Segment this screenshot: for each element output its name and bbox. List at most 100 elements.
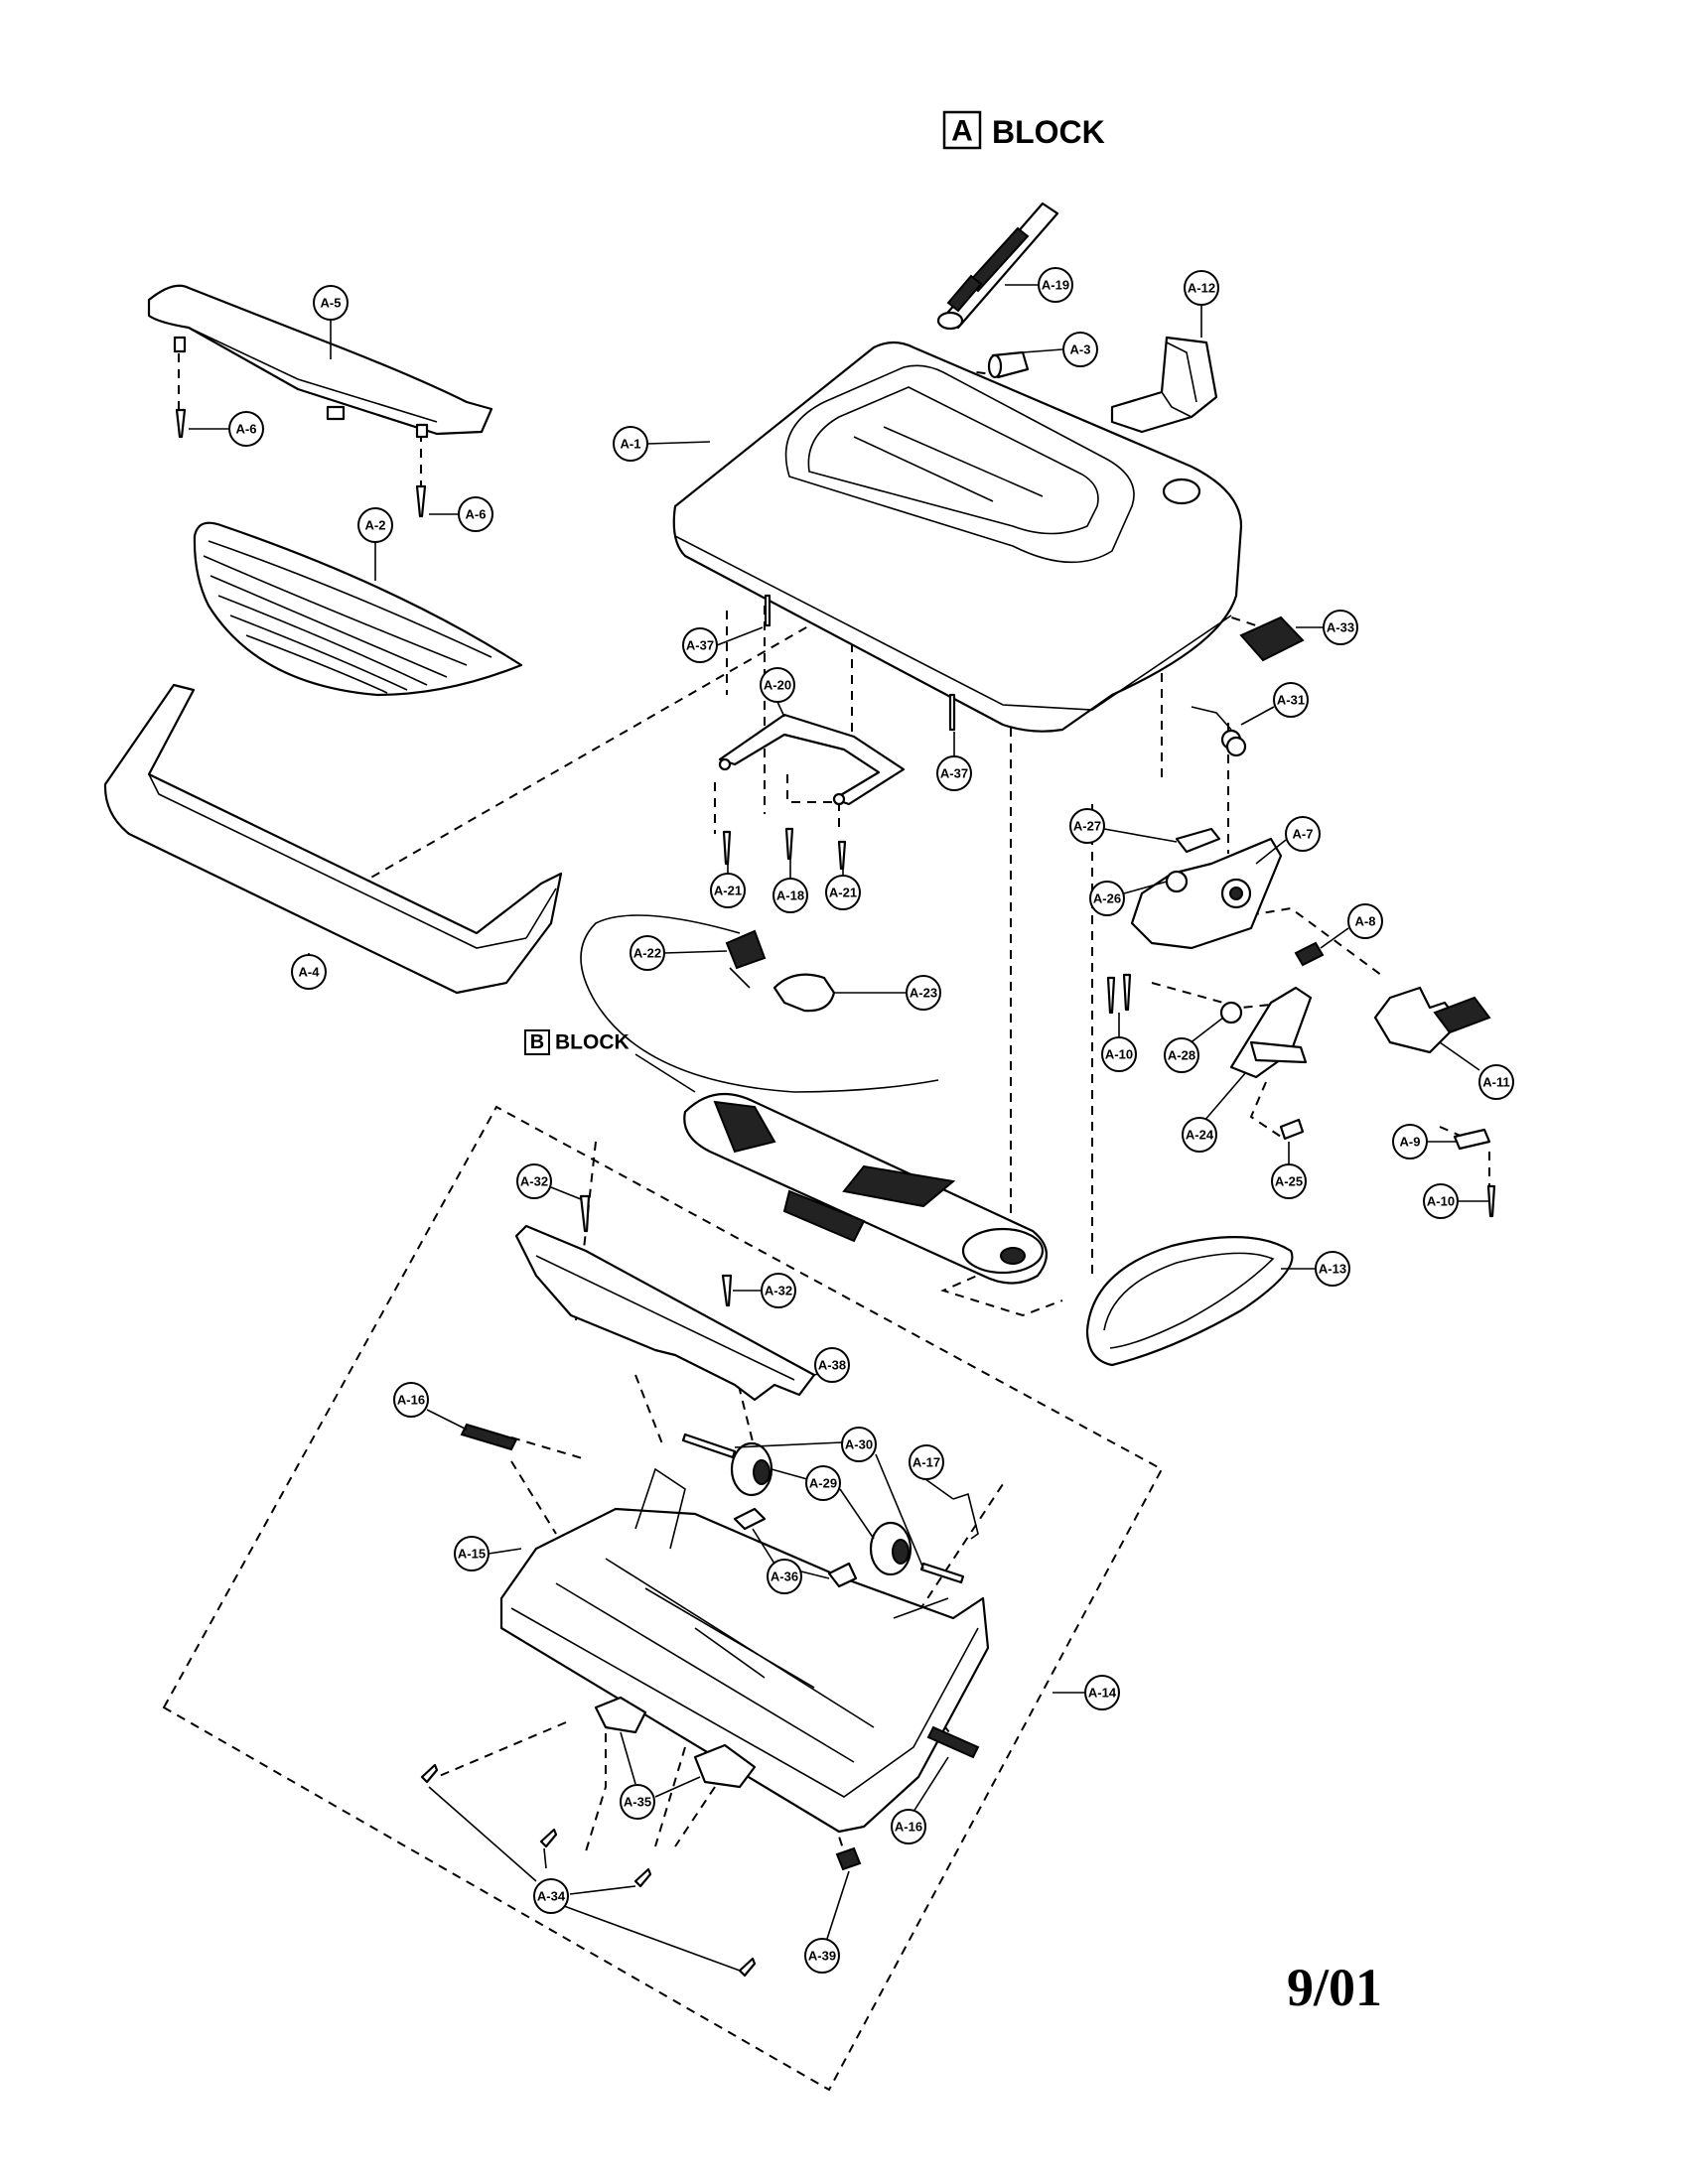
callout-a31: A-31 xyxy=(1273,682,1309,718)
callout-a30: A-30 xyxy=(841,1427,877,1462)
callout-a11: A-11 xyxy=(1478,1064,1514,1100)
callout-a37-left: A-37 xyxy=(682,627,718,663)
svg-text:A-5: A-5 xyxy=(321,296,342,311)
part-a39-pad xyxy=(835,1846,862,1871)
callout-a18: A-18 xyxy=(772,878,808,913)
callout-a16-left: A-16 xyxy=(393,1382,429,1418)
svg-text:A-31: A-31 xyxy=(1277,693,1305,708)
callout-a15: A-15 xyxy=(454,1536,490,1571)
callout-a21-left: A-21 xyxy=(710,873,746,908)
callout-a35: A-35 xyxy=(620,1784,655,1820)
svg-text:A-28: A-28 xyxy=(1168,1048,1195,1063)
svg-text:A-11: A-11 xyxy=(1482,1075,1509,1090)
svg-text:A-37: A-37 xyxy=(940,766,968,781)
callouts: A-5 A-6 A-6 A-2 A-4 A-1 xyxy=(189,267,1514,1974)
part-a37-screws xyxy=(764,594,956,732)
part-a13-belt xyxy=(1085,1236,1294,1367)
b-block-letter: B xyxy=(530,1031,544,1053)
svg-text:A-29: A-29 xyxy=(809,1476,837,1491)
svg-text:A-9: A-9 xyxy=(1400,1135,1421,1150)
part-a19-shaft xyxy=(936,202,1059,331)
callout-a8: A-8 xyxy=(1347,903,1383,939)
svg-text:A-34: A-34 xyxy=(537,1889,566,1904)
svg-text:A-32: A-32 xyxy=(765,1284,792,1298)
part-a6-screws xyxy=(175,408,427,518)
svg-text:A-8: A-8 xyxy=(1355,914,1376,929)
part-a32-screws xyxy=(579,1194,733,1307)
callout-a10-left: A-10 xyxy=(1101,1036,1137,1072)
callout-a4: A-4 xyxy=(291,954,327,990)
part-a10-screws xyxy=(1106,973,1496,1218)
part-a20-bracket xyxy=(718,713,906,806)
svg-text:A-17: A-17 xyxy=(912,1455,940,1470)
part-a35-latches xyxy=(594,1696,757,1789)
callout-a33: A-33 xyxy=(1323,610,1358,645)
part-brush-roll xyxy=(683,1092,1048,1285)
callout-a1: A-1 xyxy=(613,426,648,462)
part-a26-bushing xyxy=(1165,870,1189,893)
part-a25-pin xyxy=(1279,1118,1305,1141)
callout-a29: A-29 xyxy=(805,1465,841,1501)
svg-text:A-22: A-22 xyxy=(633,946,661,961)
callout-a27: A-27 xyxy=(1069,808,1105,844)
part-a16-strips xyxy=(460,1423,980,1759)
callout-a13: A-13 xyxy=(1315,1251,1350,1287)
svg-text:A-21: A-21 xyxy=(829,886,857,900)
svg-text:A-6: A-6 xyxy=(236,422,257,437)
callout-a14: A-14 xyxy=(1084,1675,1120,1710)
callout-a23: A-23 xyxy=(906,975,941,1011)
svg-text:A-26: A-26 xyxy=(1093,891,1121,906)
b-block-label: BLOCK xyxy=(555,1031,630,1054)
part-a31-spring xyxy=(1191,706,1247,757)
svg-text:A-21: A-21 xyxy=(714,884,742,898)
callout-a3: A-3 xyxy=(1062,332,1098,367)
callout-a16-right: A-16 xyxy=(891,1809,926,1844)
callout-a36: A-36 xyxy=(767,1559,802,1594)
part-a11-pedal-lever xyxy=(1373,986,1491,1054)
callout-a17: A-17 xyxy=(909,1444,944,1480)
part-a3-cap xyxy=(987,350,1030,379)
svg-text:A-20: A-20 xyxy=(764,678,791,693)
part-a8-spring xyxy=(1294,941,1325,967)
svg-text:A-38: A-38 xyxy=(818,1358,846,1373)
svg-text:A-24: A-24 xyxy=(1186,1128,1214,1143)
callout-a28: A-28 xyxy=(1164,1037,1199,1073)
part-a36-clips xyxy=(733,1507,858,1588)
callout-a32-mid: A-32 xyxy=(761,1273,796,1308)
part-a22-a23-lamp-wire xyxy=(580,914,939,1093)
svg-text:A-32: A-32 xyxy=(520,1174,548,1189)
a-block-letter: A xyxy=(951,115,973,148)
svg-text:A-25: A-25 xyxy=(1275,1174,1303,1189)
svg-text:A-12: A-12 xyxy=(1188,281,1215,296)
svg-text:A-1: A-1 xyxy=(621,437,641,452)
callout-a39: A-39 xyxy=(804,1938,840,1974)
a-block-label: BLOCK xyxy=(992,114,1105,150)
callout-a26: A-26 xyxy=(1089,881,1125,916)
svg-text:A-27: A-27 xyxy=(1073,819,1101,834)
svg-text:A-16: A-16 xyxy=(397,1393,425,1408)
callout-a5: A-5 xyxy=(313,285,349,321)
callout-a10-right: A-10 xyxy=(1423,1183,1459,1219)
svg-text:A-4: A-4 xyxy=(299,965,321,980)
svg-text:A-33: A-33 xyxy=(1327,620,1354,635)
svg-text:A-3: A-3 xyxy=(1070,342,1091,357)
callout-a25: A-25 xyxy=(1271,1163,1307,1199)
callout-a32-top: A-32 xyxy=(516,1163,552,1199)
callout-a20: A-20 xyxy=(760,667,795,703)
svg-text:A-35: A-35 xyxy=(624,1795,651,1810)
svg-text:A-15: A-15 xyxy=(458,1547,486,1562)
part-a1-main-housing xyxy=(672,341,1243,733)
part-a24-height-adjust xyxy=(1229,986,1313,1079)
part-a33-pad xyxy=(1239,615,1305,662)
callout-a34: A-34 xyxy=(533,1878,569,1914)
svg-text:A-39: A-39 xyxy=(808,1949,836,1964)
svg-text:A-2: A-2 xyxy=(365,518,386,533)
callout-a19: A-19 xyxy=(1038,267,1073,303)
part-a34-screws xyxy=(420,1763,757,1978)
svg-text:A-10: A-10 xyxy=(1105,1047,1133,1062)
part-a7-side-plate xyxy=(1130,837,1283,950)
part-a28-bushing xyxy=(1219,1001,1243,1024)
svg-text:A-13: A-13 xyxy=(1319,1262,1346,1277)
callout-a24: A-24 xyxy=(1182,1117,1217,1153)
